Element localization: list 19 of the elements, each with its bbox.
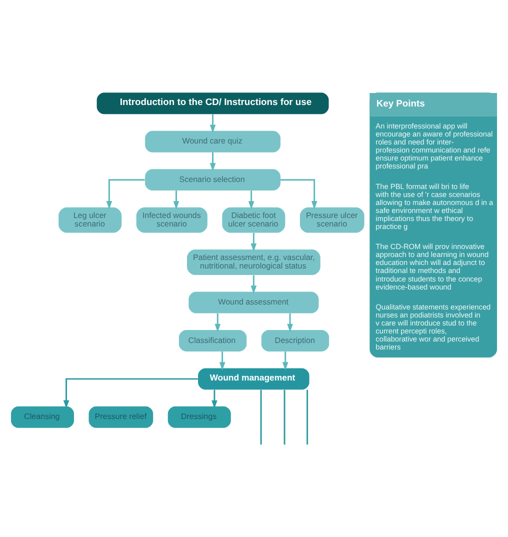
node-box: Introduction to the CD/ Instructions for use (96, 92, 329, 114)
arrow (250, 232, 257, 252)
connector (260, 389, 262, 444)
arrow (250, 274, 257, 294)
arrow (63, 378, 198, 408)
arrow (214, 312, 221, 332)
arrow (282, 351, 288, 370)
arrow (212, 389, 218, 408)
arrow (106, 178, 145, 209)
arrow (248, 190, 254, 209)
connector (284, 389, 286, 444)
arrow (210, 114, 216, 133)
arrow (280, 178, 318, 209)
arrow (287, 312, 293, 332)
connector (306, 389, 308, 444)
arrow (210, 152, 216, 171)
arrow (173, 190, 180, 209)
arrow (219, 351, 226, 370)
node-box: Wound management (198, 368, 310, 390)
